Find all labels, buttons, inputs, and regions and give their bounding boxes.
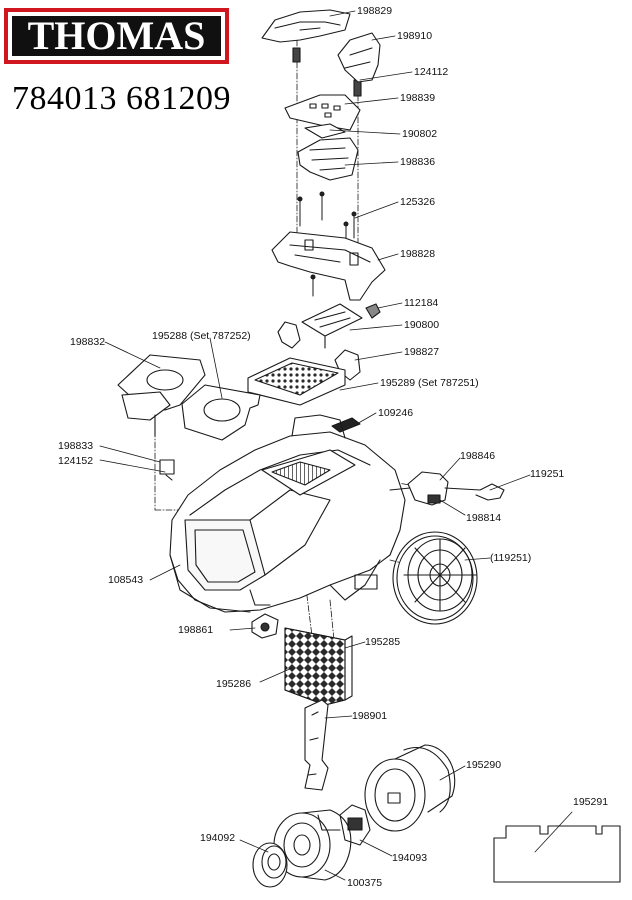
label-119251: 119251 — [530, 468, 565, 480]
label-124112: 124112 — [414, 66, 449, 78]
part-195288-filter-mat — [181, 384, 261, 441]
part-195285-filter — [284, 627, 353, 706]
label-190802: 190802 — [402, 128, 438, 140]
label-195286: 195286 — [216, 678, 252, 690]
part-198829-top-cover — [261, 9, 351, 43]
label-195285: 195285 — [365, 636, 401, 648]
label-198832: 198832 — [70, 336, 106, 348]
label-198828: 198828 — [400, 248, 436, 260]
label-195290: 195290 — [466, 759, 502, 771]
part-195290-cylinder — [364, 744, 456, 832]
label-198901: 198901 — [352, 710, 388, 722]
label-195288: 195288 (Set 787252) — [152, 330, 251, 342]
part-cord-reel — [392, 531, 478, 625]
label-190800: 190800 — [404, 319, 440, 331]
part-108543-main-body — [169, 414, 406, 613]
label-119251-reel: (119251) — [490, 552, 532, 564]
label-195291: 195291 — [573, 796, 609, 808]
part-190800-pcb — [301, 303, 363, 349]
label-125326: 125326 — [400, 196, 436, 208]
label-109246: 109246 — [378, 407, 414, 419]
label-108543: 108543 — [108, 574, 144, 586]
label-198846: 198846 — [460, 450, 496, 462]
part-cord-plug — [389, 471, 505, 506]
part-195291 — [493, 825, 621, 883]
label-198861: 198861 — [178, 624, 214, 636]
thomas-logo: THOMAS — [4, 8, 229, 64]
part-198901-bracket — [304, 699, 329, 791]
part-194093-motor-bracket — [339, 804, 371, 846]
part-198836-switch-housing — [297, 137, 359, 181]
part-198828-handle-frame — [271, 231, 386, 301]
label-194092: 194092 — [200, 832, 236, 844]
label-195289: 195289 (Set 787251) — [380, 377, 479, 389]
model-numbers: 784013 681209 — [12, 80, 231, 117]
part-195289-filter — [247, 357, 346, 406]
label-112184: 112184 — [404, 297, 439, 309]
part-194092-ring — [252, 842, 288, 888]
part-198833-latch — [159, 459, 175, 481]
label-198827: 198827 — [404, 346, 440, 358]
label-198829: 198829 — [357, 5, 393, 17]
part-100375-motor — [273, 809, 352, 881]
label-198836: 198836 — [400, 156, 436, 168]
label-198910: 198910 — [397, 30, 433, 42]
label-194093: 194093 — [392, 852, 428, 864]
label-198833: 198833 — [58, 440, 94, 452]
part-109246 — [331, 417, 361, 433]
part-198861 — [251, 613, 279, 639]
label-100375: 100375 — [347, 877, 383, 889]
part-198910-handle — [337, 32, 381, 83]
part-198832-frame — [117, 354, 206, 437]
brand-logo-text: THOMAS — [27, 13, 206, 58]
part-112184-clip — [365, 303, 381, 319]
label-198839: 198839 — [400, 92, 436, 104]
leader-lines — [99, 10, 573, 881]
part-198839-button-panel — [284, 94, 361, 131]
label-198814: 198814 — [466, 512, 502, 524]
part-125326-screws — [297, 191, 357, 297]
label-124152: 124152 — [58, 455, 94, 467]
part-190802-membrane — [304, 123, 346, 139]
